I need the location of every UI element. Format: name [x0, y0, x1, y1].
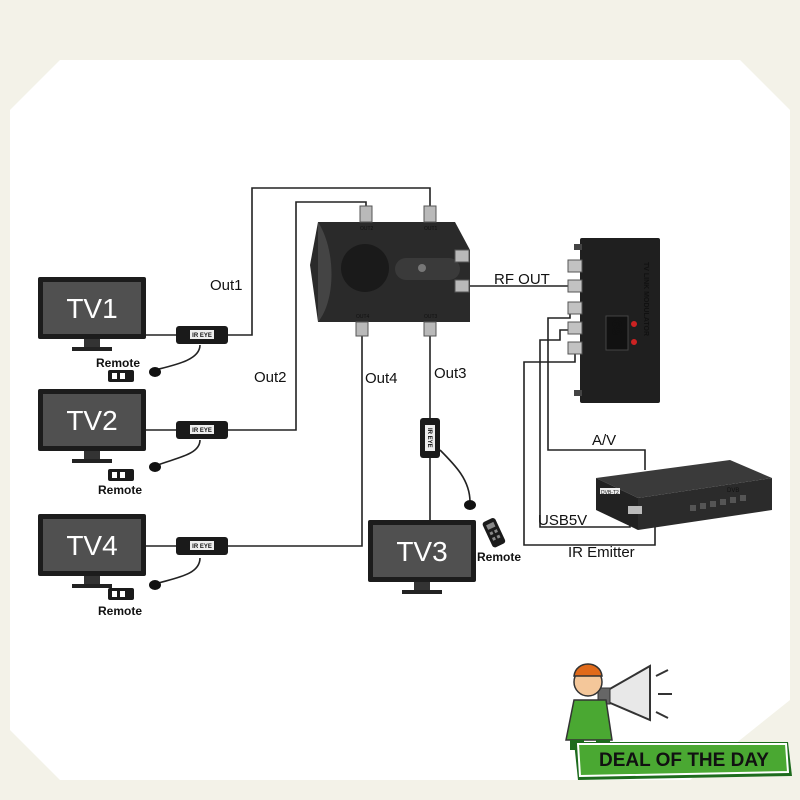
set-top-box-brand: DVB-T2: [601, 490, 619, 496]
ir-eye-label: IR EYE: [192, 333, 212, 339]
remote-icon-tv1: [108, 370, 134, 382]
av-label: A/V: [592, 432, 616, 449]
out3-label: Out3: [434, 365, 467, 382]
modulator-title: TV LINK MODULATOR: [642, 262, 649, 336]
set-top-box-model: DVB: [727, 488, 739, 494]
cable-out4: [228, 335, 363, 547]
splitter: OUT2 OUT1 OUT4 OUT3: [310, 205, 470, 337]
cable-out1: [228, 187, 431, 336]
usb-label: USB5V: [538, 512, 587, 529]
tv4-label: TV4: [66, 530, 117, 561]
ir-eye-label: IR EYE: [192, 544, 212, 550]
tv3-label: TV3: [396, 536, 447, 567]
remote-wire-tv1: [154, 344, 201, 371]
remote-label-tv3: Remote: [477, 550, 521, 564]
modulator-display: 69: [609, 320, 625, 336]
remote-icon-tv4: [108, 588, 134, 600]
splitter-port-out4: OUT4: [356, 314, 370, 320]
remote-icon-tv3: [482, 518, 506, 548]
tv-3: TV3: [368, 520, 476, 594]
ir-emitter-label: IR Emitter: [568, 544, 635, 561]
ir-sensors: [149, 367, 476, 590]
remote-wire-tv2: [154, 439, 201, 467]
remote-label-tv2: Remote: [98, 483, 142, 497]
out1-label: Out1: [210, 277, 243, 294]
ir-eye-tv4: IR EYE: [176, 537, 228, 555]
ir-eye-tv2: IR EYE: [176, 421, 228, 439]
remote-label-tv4: Remote: [98, 604, 142, 618]
cable-out2: [228, 201, 367, 431]
out2-label: Out2: [254, 369, 287, 386]
ir-eye-label: IR EYE: [426, 428, 432, 448]
splitter-port-out1: OUT1: [424, 226, 438, 232]
rf-out-label: RF OUT: [494, 271, 550, 288]
tv2-label: TV2: [66, 405, 117, 436]
splitter-port-out3: OUT3: [424, 314, 438, 320]
remote-icon-tv2: [108, 469, 134, 481]
ir-eye-tv1: IR EYE: [176, 326, 228, 344]
tv1-label: TV1: [66, 293, 117, 324]
out4-label: Out4: [365, 370, 398, 387]
tv-1: TV1: [38, 277, 146, 351]
tv-2: TV2: [38, 389, 146, 463]
set-top-box: DVB-T2 DVB: [596, 460, 772, 530]
remote-label-tv1: Remote: [96, 356, 140, 370]
splitter-port-out2: OUT2: [360, 226, 374, 232]
deal-badge: DEAL OF THE DAY: [565, 663, 792, 780]
tv-4: TV4: [38, 514, 146, 588]
ir-eye-label: IR EYE: [192, 428, 212, 434]
cable-usb: [539, 329, 631, 528]
remote-wire-tv3: [439, 449, 471, 503]
modulator: 69 TV LINK MODULATOR: [567, 238, 660, 403]
ir-eye-tv3: IR EYE: [420, 418, 440, 458]
deal-badge-text: DEAL OF THE DAY: [599, 750, 769, 771]
